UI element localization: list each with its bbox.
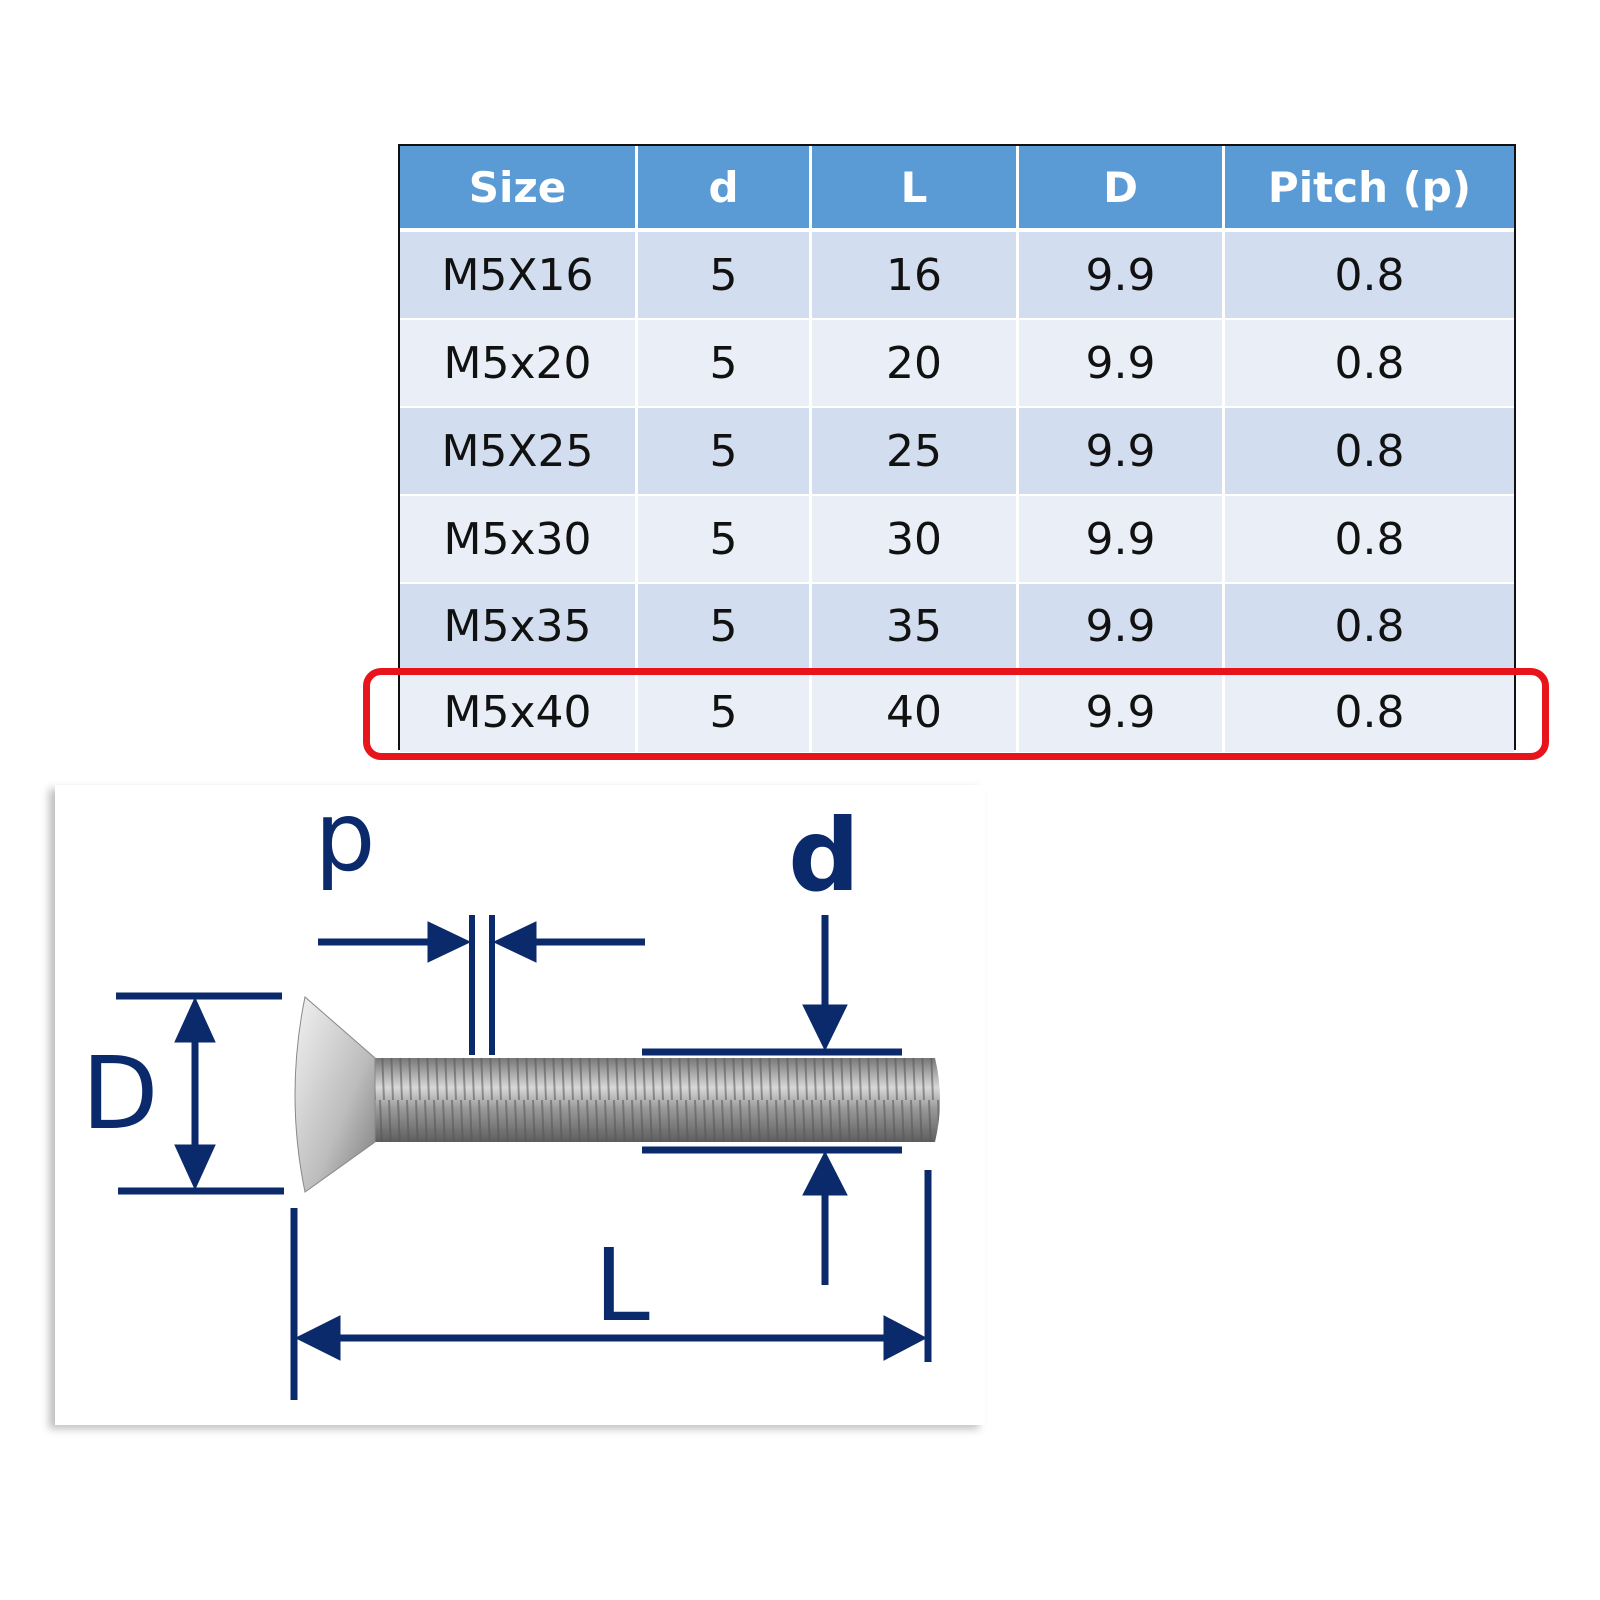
table-cell: M5x40	[400, 672, 638, 752]
table-cell: M5x20	[400, 320, 638, 406]
selected-row-highlight	[363, 668, 1549, 760]
table-cell: 5	[638, 232, 812, 318]
table-cell: 0.8	[1225, 408, 1514, 494]
table-cell: M5x35	[400, 584, 638, 668]
table-cell: 0.8	[1225, 320, 1514, 406]
table-cell: 5	[638, 672, 812, 752]
table-cell: 5	[638, 320, 812, 406]
table-cell: 0.8	[1225, 232, 1514, 318]
table-header-cell: Pitch (p)	[1225, 146, 1514, 228]
label-pitch: p	[315, 781, 376, 893]
label-length: L	[594, 1227, 650, 1344]
table-cell: 9.9	[1019, 408, 1225, 494]
table-cell: 5	[638, 496, 812, 582]
table-cell: 40	[812, 672, 1019, 752]
table-cell: 5	[638, 584, 812, 668]
table-header-cell: L	[812, 146, 1019, 228]
table-cell: 5	[638, 408, 812, 494]
table-cell: 16	[812, 232, 1019, 318]
table-cell: 9.9	[1019, 672, 1225, 752]
table-header-cell: D	[1019, 146, 1225, 228]
table-cell: 30	[812, 496, 1019, 582]
table-header-cell: d	[638, 146, 812, 228]
table-cell: 0.8	[1225, 584, 1514, 668]
table-cell: 9.9	[1019, 496, 1225, 582]
label-head-diameter: D	[81, 1035, 158, 1152]
screw-image	[294, 996, 940, 1193]
table-cell: 25	[812, 408, 1019, 494]
table-cell: 35	[812, 584, 1019, 668]
dimension-lines	[116, 915, 932, 1400]
table-cell: 9.9	[1019, 232, 1225, 318]
table-header-cell: Size	[400, 146, 638, 228]
table-cell: M5X16	[400, 232, 638, 318]
table-cell: 0.8	[1225, 672, 1514, 752]
table-cell: 9.9	[1019, 320, 1225, 406]
table-cell: 9.9	[1019, 584, 1225, 668]
table-cell: 0.8	[1225, 496, 1514, 582]
table-cell: M5x30	[400, 496, 638, 582]
table-cell: 20	[812, 320, 1019, 406]
label-thread-diameter: d	[788, 797, 860, 914]
table-cell: M5X25	[400, 408, 638, 494]
